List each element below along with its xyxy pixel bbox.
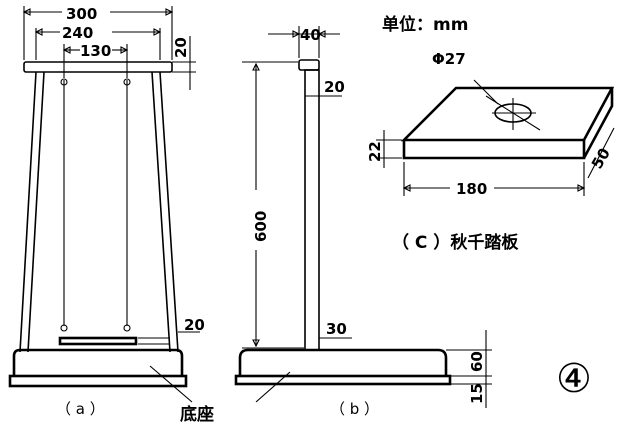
dim-length-c: 180 bbox=[456, 180, 487, 198]
side-view-b: 40 20 600 30 60 15 （ b ） bbox=[234, 26, 492, 418]
caption-a: （ a ） bbox=[56, 400, 105, 418]
unit-label: 单位：mm bbox=[382, 14, 468, 35]
board-side bbox=[582, 88, 614, 159]
dim-post-spacing: 240 bbox=[62, 24, 93, 42]
dim-post-width-b: 20 bbox=[324, 78, 345, 96]
left-leg bbox=[19, 71, 45, 353]
post-b bbox=[304, 69, 320, 351]
dim-top-thickness: 20 bbox=[172, 37, 190, 58]
dim-base-post-b: 30 bbox=[326, 320, 347, 338]
board-front bbox=[402, 140, 586, 160]
base-a bbox=[12, 348, 184, 376]
left-rope-eye-top bbox=[60, 78, 68, 86]
dim-seat-thickness: 20 bbox=[184, 316, 205, 334]
right-leg bbox=[151, 71, 179, 353]
swing-seat bbox=[58, 336, 138, 346]
dim-hole-dia: Φ27 bbox=[432, 50, 466, 68]
dim-thickness-c: 22 bbox=[366, 141, 384, 162]
base-b bbox=[238, 348, 448, 376]
dim-rope-spacing: 130 bbox=[80, 42, 111, 60]
base-b-plinth bbox=[234, 374, 452, 386]
dim-height-b: 600 bbox=[252, 211, 270, 242]
figure-number: ④ bbox=[556, 356, 592, 402]
right-rope-eye-top bbox=[123, 78, 131, 86]
caption-b: （ b ） bbox=[330, 400, 379, 418]
top-beam bbox=[23, 61, 173, 73]
caption-c: （ C ）秋千踏板 bbox=[392, 232, 519, 253]
board-top bbox=[400, 86, 615, 142]
base-label: 底座 bbox=[180, 404, 214, 425]
top-cap-b bbox=[298, 59, 320, 71]
left-rope-eye-bottom bbox=[60, 324, 68, 332]
dim-top-width-b: 40 bbox=[300, 26, 321, 44]
base-a-plinth bbox=[8, 374, 188, 388]
dim-depth-c: 50 bbox=[588, 145, 614, 172]
dim-overall-width: 300 bbox=[66, 5, 97, 23]
front-view-a: 300 240 130 20 20 （ a ） bbox=[8, 5, 205, 418]
dim-base-height-b: 60 bbox=[468, 351, 486, 372]
dim-base-lip-b: 15 bbox=[468, 383, 486, 404]
seat-view-c: 单位：mm Φ27 22 180 50 （ C ）秋千踏板 bbox=[366, 14, 615, 253]
right-rope-eye-bottom bbox=[123, 324, 131, 332]
